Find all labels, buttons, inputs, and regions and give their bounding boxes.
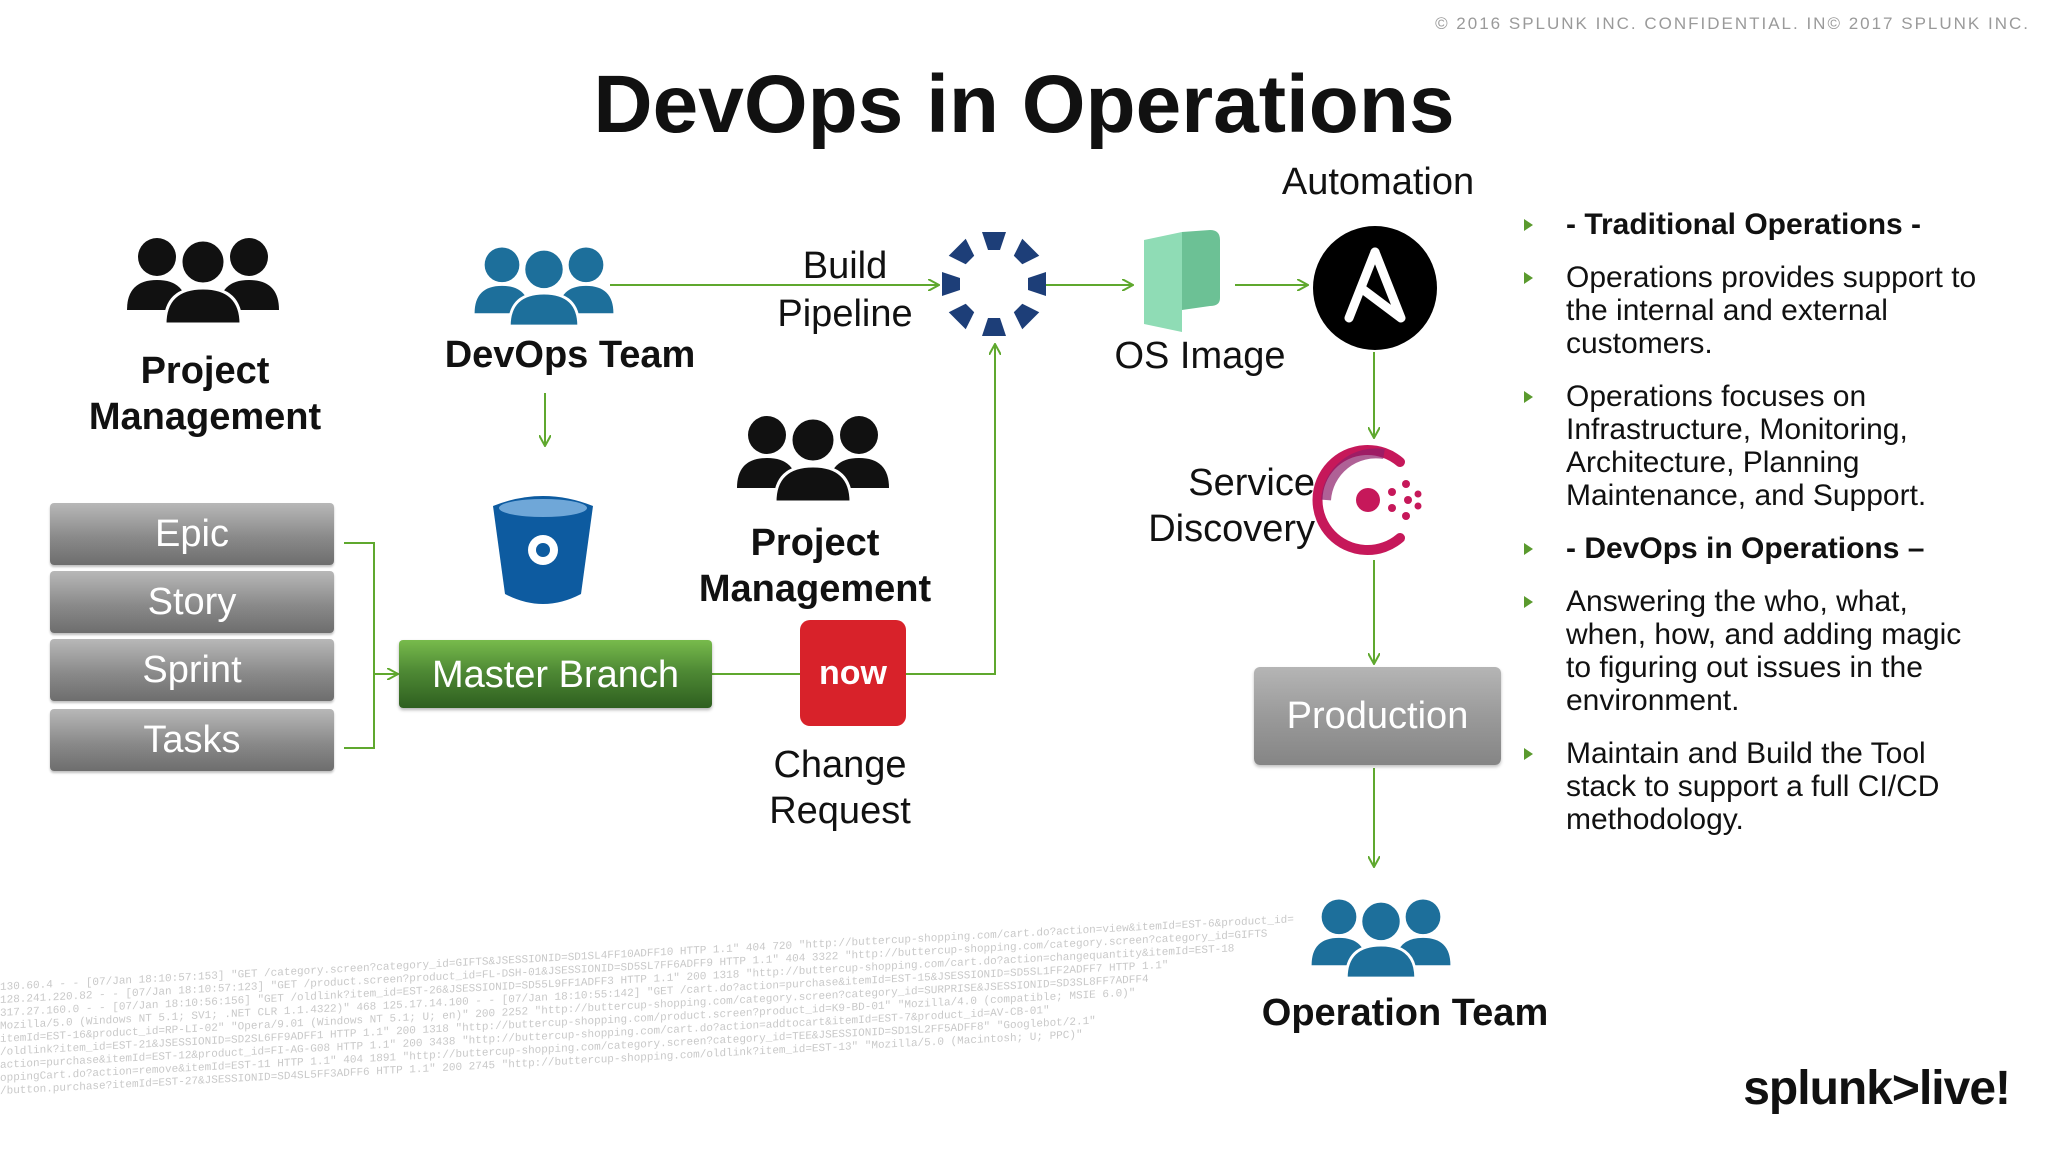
bracket-work-items xyxy=(344,542,375,749)
os-image-label: OS Image xyxy=(1114,335,1286,377)
bullet-item: Answering the who, what, when, how, and … xyxy=(1524,585,1994,717)
people-group-icon xyxy=(1311,899,1451,980)
people-group-icon xyxy=(474,247,614,328)
bullet-item: - DevOps in Operations – xyxy=(1524,532,1994,565)
slide-title: DevOps in Operations xyxy=(593,59,1455,150)
bullet-arrow-icon xyxy=(1524,748,1533,760)
pipeline-cycle-icon xyxy=(942,232,1046,336)
work-item-story: Story xyxy=(50,571,334,633)
operation-team-label: Operation Team xyxy=(1261,992,1549,1034)
bullet-item: Operations focuses on Infrastructure, Mo… xyxy=(1524,380,1994,512)
people-group-icon xyxy=(737,416,889,504)
bitbucket-icon xyxy=(493,496,593,604)
bullet-item: Maintain and Build the Tool stack to sup… xyxy=(1524,737,1994,836)
people-group-icon xyxy=(127,238,279,326)
os-image-icon xyxy=(1144,230,1220,332)
build-pipeline-label: Build Pipeline xyxy=(777,245,913,335)
arrow-now-to-pipeline xyxy=(905,345,995,675)
bullet-arrow-icon xyxy=(1524,596,1533,608)
bullet-arrow-icon xyxy=(1524,391,1533,403)
servicenow-icon: now xyxy=(800,620,906,726)
pm-left-label: Project Management xyxy=(88,350,322,438)
automation-label: Automation xyxy=(1281,161,1475,203)
ansible-icon xyxy=(1313,226,1437,350)
devops-team-label: DevOps Team xyxy=(444,334,696,376)
bullet-list: - Traditional Operations - Operations pr… xyxy=(1524,208,1994,856)
service-discovery-label: Service Discovery xyxy=(1148,462,1315,550)
change-request-label: Change Request xyxy=(769,744,911,832)
bullet-arrow-icon xyxy=(1524,219,1533,231)
bullet-item: Operations provides support to the inter… xyxy=(1524,261,1994,360)
pm-center-label: Project Management xyxy=(698,522,932,610)
servicenow-logo-text: now xyxy=(819,654,887,692)
production-box: Production xyxy=(1254,667,1501,765)
bullet-arrow-icon xyxy=(1524,543,1533,555)
bullet-item: - Traditional Operations - xyxy=(1524,208,1994,241)
bullet-arrow-icon xyxy=(1524,272,1533,284)
work-item-tasks: Tasks xyxy=(50,709,334,771)
copyright-notice: © 2016 SPLUNK INC. CONFIDENTIAL. IN© 201… xyxy=(1435,14,2030,33)
consul-icon xyxy=(1312,445,1422,555)
work-item-epic: Epic xyxy=(50,503,334,565)
master-branch-box: Master Branch xyxy=(399,640,712,708)
splunk-live-logo: splunk>live! xyxy=(1743,1062,2011,1115)
work-item-sprint: Sprint xyxy=(50,639,334,701)
